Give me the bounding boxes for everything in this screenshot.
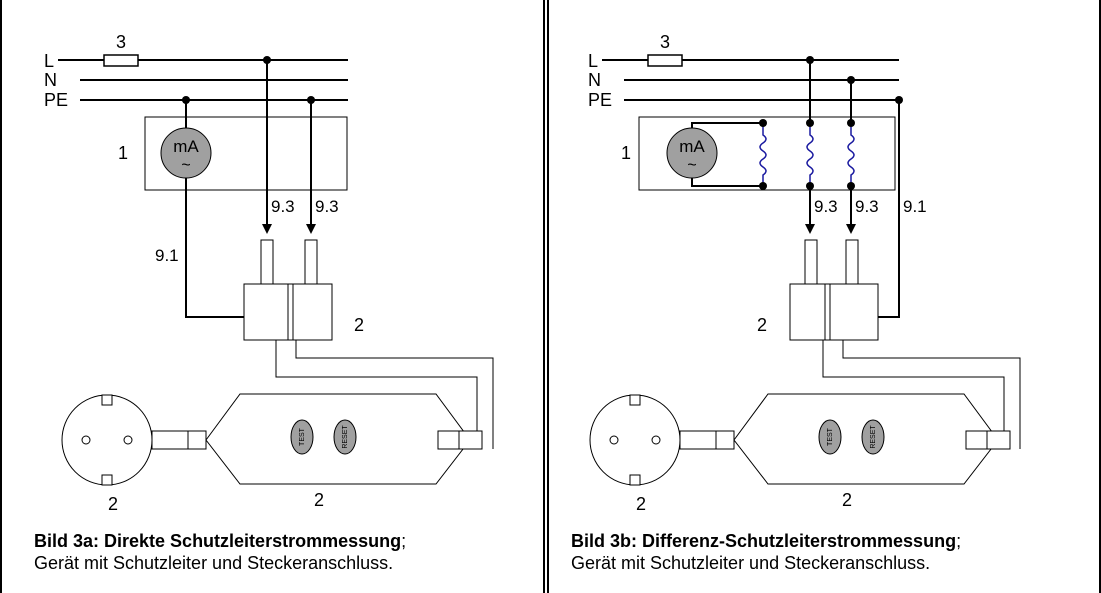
meter-ac-symbol: ~ bbox=[687, 157, 696, 174]
adapter-number: 2 bbox=[354, 315, 364, 335]
label-N: N bbox=[44, 70, 57, 90]
plug-pin-right bbox=[845, 239, 859, 286]
rcd-test-button bbox=[290, 419, 314, 455]
socket-number: 2 bbox=[108, 494, 118, 514]
caption-3b: Bild 3b: Differenz-Schutzleiterstrommess… bbox=[571, 530, 961, 574]
adapter-cable bbox=[275, 340, 494, 449]
rcd-plug bbox=[151, 430, 207, 450]
reset-button-label: RESET bbox=[342, 425, 349, 449]
probe-label-1: 9.3 bbox=[814, 197, 838, 216]
caption-3a-text: Gerät mit Schutzleiter und Steckeranschl… bbox=[34, 553, 394, 573]
adapter-cable bbox=[822, 340, 1021, 449]
socket-outlet bbox=[61, 394, 153, 486]
socket-earth-clip-top bbox=[629, 394, 641, 406]
socket-earth-clip-bottom bbox=[629, 474, 641, 486]
reset-button-label: RESET bbox=[870, 425, 877, 449]
fuse-number: 3 bbox=[660, 32, 670, 52]
rcd-outlet bbox=[437, 430, 483, 450]
measuring-adapter bbox=[789, 283, 879, 341]
caption-3b-separator: ; bbox=[956, 531, 962, 551]
device-number: 1 bbox=[118, 143, 128, 163]
current-transformer-coils bbox=[759, 123, 855, 186]
test-button-label: TEST bbox=[827, 427, 834, 446]
rcd-reset-button bbox=[333, 419, 357, 455]
caption-3a: Bild 3a: Direkte Schutzleiterstrommessun… bbox=[34, 530, 406, 574]
plug-pin-left bbox=[260, 239, 274, 286]
plug-pin-left bbox=[804, 239, 818, 286]
figure-3b-diagram: mA ~ TEST RESET bbox=[588, 32, 1021, 514]
figure-3b-frame bbox=[547, 0, 1101, 593]
device-number: 1 bbox=[621, 143, 631, 163]
meter-unit-label: mA bbox=[173, 137, 199, 156]
caption-3a-title: Bild 3a: Direkte Schutzleiterstrommessun… bbox=[34, 531, 402, 551]
socket-hole-left bbox=[609, 435, 619, 445]
lead-label: 9.1 bbox=[155, 246, 179, 265]
label-PE: PE bbox=[588, 90, 612, 110]
socket-outlet bbox=[589, 394, 681, 486]
rcd-outlet bbox=[965, 430, 1011, 450]
label-N: N bbox=[588, 70, 601, 90]
socket-number: 2 bbox=[636, 494, 646, 514]
socket-earth-clip-top bbox=[101, 394, 113, 406]
probe-label-2: 9.3 bbox=[315, 197, 339, 216]
figure-3a-frame bbox=[0, 0, 545, 593]
figure-3a-diagram: mA ~ TEST RESET L N PE 3 1 9.3 9.3 9.1 bbox=[44, 32, 494, 514]
socket-hole-right bbox=[651, 435, 661, 445]
fuse-number: 3 bbox=[116, 32, 126, 52]
probe-label-2: 9.3 bbox=[855, 197, 879, 216]
label-L: L bbox=[44, 51, 54, 71]
socket-hole-right bbox=[123, 435, 133, 445]
adapter-number: 2 bbox=[757, 315, 767, 335]
label-PE: PE bbox=[44, 90, 68, 110]
label-L: L bbox=[588, 51, 598, 71]
rcd-number: 2 bbox=[314, 490, 324, 510]
probe-label-1: 9.3 bbox=[271, 197, 295, 216]
rcd-test-button bbox=[818, 419, 842, 455]
socket-hole-left bbox=[81, 435, 91, 445]
fuse-symbol bbox=[103, 54, 139, 67]
plug-pin-right bbox=[304, 239, 318, 286]
rcd-plug bbox=[679, 430, 735, 450]
fuse-symbol bbox=[647, 54, 683, 67]
caption-3b-text: Gerät mit Schutzleiter und Steckeranschl… bbox=[571, 553, 931, 573]
caption-3a-separator: ; bbox=[401, 531, 407, 551]
socket-earth-clip-bottom bbox=[101, 474, 113, 486]
rcd-number: 2 bbox=[842, 490, 852, 510]
caption-3b-title: Bild 3b: Differenz-Schutzleiterstrommess… bbox=[571, 531, 957, 551]
test-button-label: TEST bbox=[299, 427, 306, 446]
meter-unit-label: mA bbox=[679, 137, 705, 156]
rcd-reset-button bbox=[861, 419, 885, 455]
lead-label: 9.1 bbox=[903, 197, 927, 216]
meter-ac-symbol: ~ bbox=[181, 157, 190, 174]
